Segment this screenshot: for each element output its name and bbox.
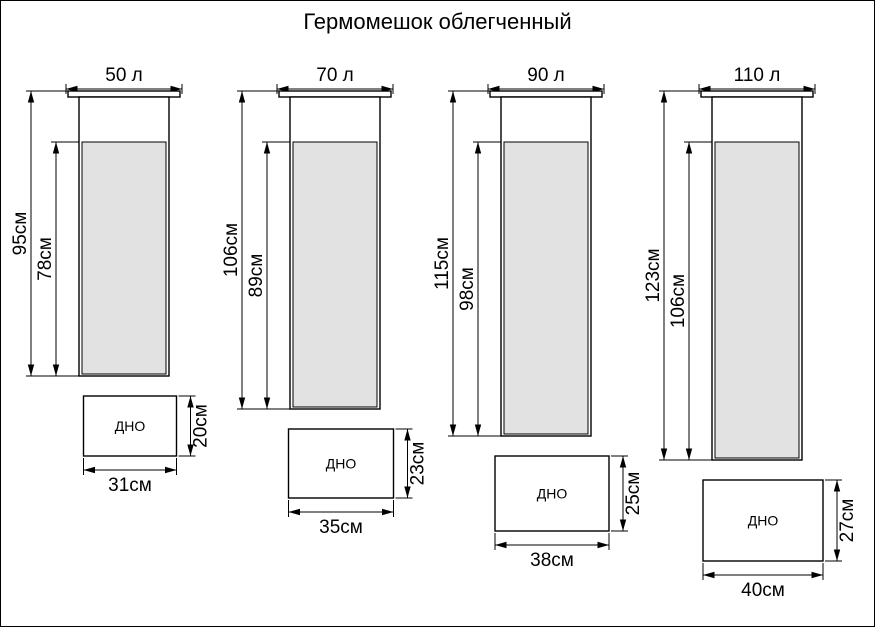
- bag-inner-volume: [714, 141, 800, 459]
- volume-label: 90 л: [527, 65, 565, 86]
- bag-inner-volume: [503, 141, 589, 435]
- bag-inner-volume: [292, 141, 378, 408]
- bottom-panel: [287, 428, 395, 499]
- bag-collar: [489, 90, 603, 98]
- bottom-panel: [494, 455, 610, 532]
- bag-collar: [67, 90, 181, 98]
- volume-label: 50 л: [105, 65, 143, 86]
- inner-height-label: 78см: [35, 237, 56, 281]
- bag-inner-volume: [81, 141, 167, 375]
- outer-height-label: 95см: [10, 212, 31, 256]
- inner-height-label: 106см: [668, 274, 689, 328]
- bottom-height-label: 25см: [623, 472, 644, 516]
- bag-collar: [278, 90, 392, 98]
- bottom-width-label: 35см: [319, 517, 363, 538]
- volume-label: 110 л: [734, 65, 781, 86]
- bottom-height-label: 23см: [408, 442, 429, 486]
- volume-label: 70 л: [316, 65, 354, 86]
- bottom-panel-label: ДНО: [115, 418, 146, 434]
- bottom-height-label: 27см: [837, 499, 858, 543]
- bottom-height-label: 20см: [191, 404, 212, 448]
- outer-height-label: 123см: [643, 248, 664, 302]
- bottom-panel-label: ДНО: [537, 486, 568, 502]
- bottom-width-label: 40см: [741, 580, 785, 601]
- bag-collar: [700, 90, 814, 98]
- outer-height-label: 115см: [432, 237, 453, 290]
- bottom-panel: [82, 395, 178, 457]
- bottom-panel-label: ДНО: [326, 456, 357, 472]
- outer-height-label: 106см: [221, 223, 242, 277]
- inner-height-label: 98см: [457, 267, 478, 311]
- bottom-panel-label: ДНО: [748, 513, 779, 529]
- bottom-width-label: 38см: [530, 550, 574, 571]
- bottom-width-label: 31см: [108, 475, 152, 496]
- bottom-panel: [702, 479, 824, 562]
- inner-height-label: 89см: [246, 254, 267, 298]
- diagram-title: Гермомешок облегченный: [303, 9, 572, 34]
